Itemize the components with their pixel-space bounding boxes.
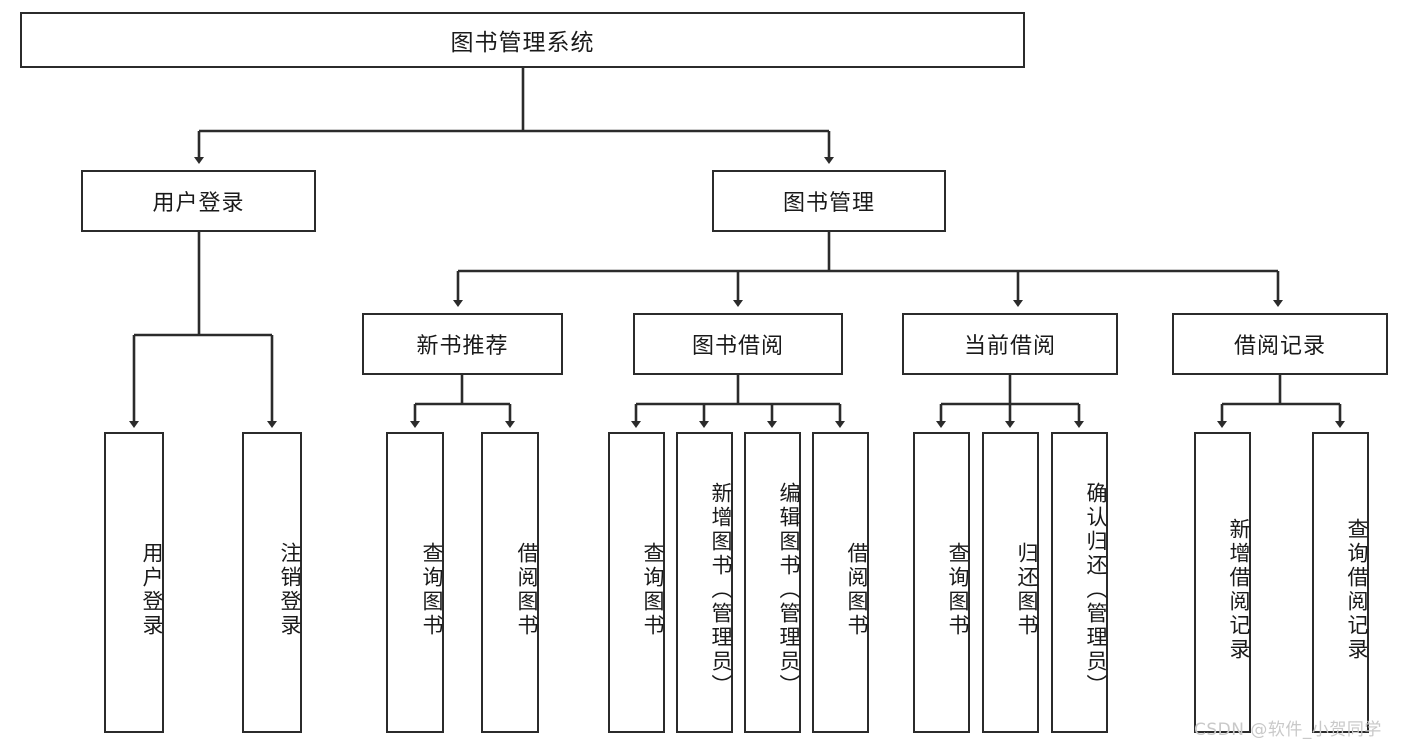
leaf-user-login-logout[interactable]: 注销登录 (242, 432, 302, 733)
leaf-label: 查询借阅记录 (1345, 517, 1369, 662)
leaf-borrow-edit-book-admin[interactable]: 编辑图书（管理员） (744, 432, 801, 733)
leaf-label: 查询图书 (420, 541, 444, 638)
leaf-label: 用户登录 (140, 541, 164, 638)
node-root-system[interactable]: 图书管理系统 (20, 12, 1025, 68)
leaf-label: 查询图书 (946, 541, 970, 638)
leaf-recommend-borrow-book[interactable]: 借阅图书 (481, 432, 539, 733)
leaf-label: 新增图书（管理员） (709, 481, 733, 698)
leaf-label: 查询图书 (641, 541, 665, 638)
leaf-label: 归还图书 (1015, 541, 1039, 638)
leaf-label: 新增借阅记录 (1227, 517, 1251, 662)
leaf-user-login-login[interactable]: 用户登录 (104, 432, 164, 733)
leaf-current-return-book[interactable]: 归还图书 (982, 432, 1039, 733)
node-current-borrow[interactable]: 当前借阅 (902, 313, 1118, 375)
node-book-management[interactable]: 图书管理 (712, 170, 946, 232)
node-user-login[interactable]: 用户登录 (81, 170, 316, 232)
node-book-borrow[interactable]: 图书借阅 (633, 313, 843, 375)
leaf-current-query-book[interactable]: 查询图书 (913, 432, 970, 733)
node-new-book-recommend[interactable]: 新书推荐 (362, 313, 563, 375)
leaf-borrow-query-book[interactable]: 查询图书 (608, 432, 665, 733)
leaf-label: 编辑图书（管理员） (777, 481, 801, 698)
leaf-recommend-query-book[interactable]: 查询图书 (386, 432, 444, 733)
leaf-label: 确认归还（管理员） (1084, 481, 1108, 698)
node-borrow-record[interactable]: 借阅记录 (1172, 313, 1388, 375)
leaf-label: 借阅图书 (845, 541, 869, 638)
leaf-record-add-record[interactable]: 新增借阅记录 (1194, 432, 1251, 733)
leaf-borrow-borrow-book[interactable]: 借阅图书 (812, 432, 869, 733)
leaf-record-query-record[interactable]: 查询借阅记录 (1312, 432, 1369, 733)
leaf-label: 注销登录 (278, 541, 302, 638)
leaf-label: 借阅图书 (515, 541, 539, 638)
leaf-current-confirm-return-admin[interactable]: 确认归还（管理员） (1051, 432, 1108, 733)
leaf-borrow-add-book-admin[interactable]: 新增图书（管理员） (676, 432, 733, 733)
